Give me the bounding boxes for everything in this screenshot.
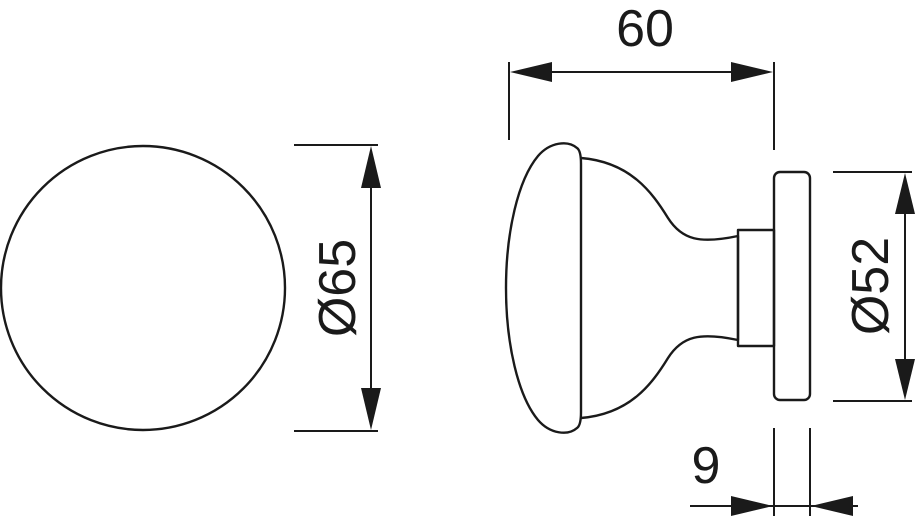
rose-plate — [772, 170, 812, 402]
overall-length-label: 60 — [616, 0, 674, 58]
knob-shank — [736, 228, 776, 348]
overall-length-dimension: 60 — [508, 0, 775, 150]
rose-diameter-dimension: Ø52 — [833, 171, 915, 402]
knob-dome-profile — [504, 142, 583, 434]
knob-neck-profile — [579, 156, 740, 420]
knob-side-view — [504, 142, 812, 434]
arrow-down-icon — [361, 388, 381, 430]
arrow-right-icon — [731, 62, 773, 82]
knob-diameter-label: Ø65 — [309, 239, 367, 337]
rose-thickness-label: 9 — [692, 437, 721, 495]
arrow-up-icon — [895, 173, 915, 214]
knob-diameter-dimension: Ø65 — [294, 144, 381, 432]
arrow-up-icon — [361, 146, 381, 188]
arrow-right-icon — [731, 496, 773, 516]
arrow-left-icon — [510, 62, 552, 82]
arrow-down-icon — [895, 359, 915, 400]
knob-front-view-circle — [0, 144, 287, 432]
rose-thickness-dimension: 9 — [690, 428, 858, 516]
rose-diameter-label: Ø52 — [842, 237, 900, 335]
arrow-left-icon — [811, 496, 853, 516]
